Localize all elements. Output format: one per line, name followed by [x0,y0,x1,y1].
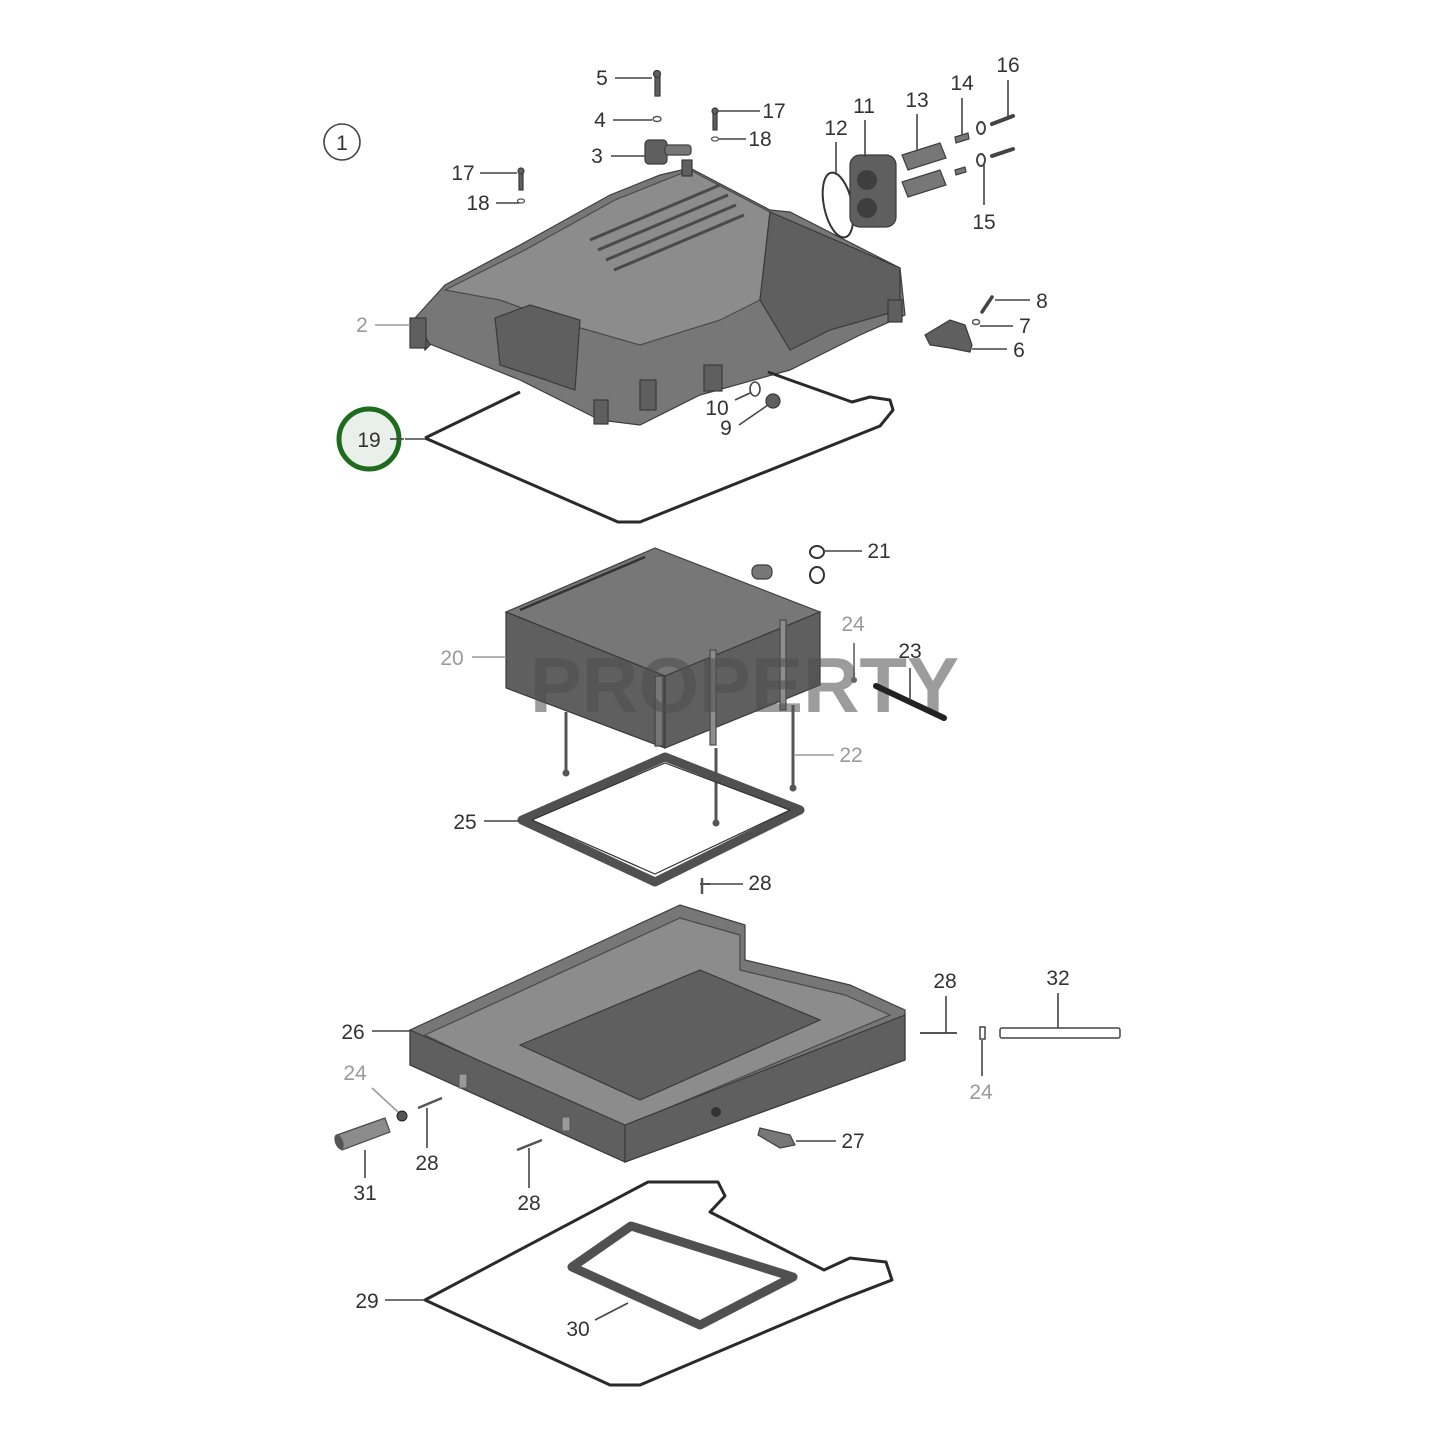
part-14-pin[interactable] [954,132,970,144]
callout-18-b[interactable]: 18 [466,192,489,215]
callout-9[interactable]: 9 [720,417,732,440]
callout-22[interactable]: 22 [839,744,862,767]
part-6-sensor[interactable] [924,319,973,353]
callout-18-a[interactable]: 18 [748,128,771,151]
callout-labels: 5 4 3 17 18 17 18 12 11 13 14 16 15 2 8 … [341,54,1069,1341]
callout-28-a[interactable]: 28 [748,872,771,895]
part-24-clip-b[interactable] [979,1026,986,1040]
group-marker: 1 [323,123,361,161]
callout-24-c[interactable]: 24 [969,1081,993,1104]
callout-17-a[interactable]: 17 [762,100,785,123]
callout-11[interactable]: 11 [853,95,875,118]
part-18-washer-b[interactable] [516,198,526,204]
callout-3[interactable]: 3 [591,145,603,168]
part-2-upper-cover[interactable] [409,159,906,426]
callout-27[interactable]: 27 [841,1130,864,1153]
callout-4[interactable]: 4 [594,109,606,132]
part-28-screw-c[interactable] [417,1096,443,1110]
callout-29[interactable]: 29 [355,1290,378,1313]
part-28-screw-d[interactable] [516,1138,543,1152]
part-15-washer-bottom[interactable] [976,153,986,167]
part-20-module-box[interactable] [504,547,822,749]
part-11-connector-block[interactable] [849,154,897,228]
part-4-washer[interactable] [652,115,662,123]
callout-26[interactable]: 26 [341,1021,364,1044]
callout-19-highlighted[interactable]: 19 [357,429,380,452]
callout-5[interactable]: 5 [596,67,608,90]
part-14-pin-b[interactable] [954,166,967,176]
part-17-bolt-b[interactable] [517,167,525,191]
callout-15[interactable]: 15 [972,211,995,234]
part-19-gasket[interactable] [424,370,895,524]
part-30-seal[interactable] [567,1221,798,1330]
callout-28-c[interactable]: 28 [415,1152,438,1175]
part-5-bolt[interactable] [652,69,662,97]
callout-10[interactable]: 10 [705,397,728,420]
part-21-o-ring-bottom[interactable] [809,566,825,584]
part-23-strip[interactable] [873,683,947,721]
callout-28-d[interactable]: 28 [517,1192,540,1215]
callout-12[interactable]: 12 [824,117,847,140]
part-28-screw-a[interactable] [700,878,710,894]
part-13-fittings[interactable] [901,142,947,198]
callout-24-b[interactable]: 24 [343,1062,367,1085]
part-7-washer[interactable] [971,318,981,326]
callout-21[interactable]: 21 [867,540,890,563]
part-21-o-ring-top[interactable] [809,545,825,559]
part-9-plug[interactable] [765,393,781,409]
part-22-long-bolts[interactable] [562,705,797,827]
part-16-screw-bottom[interactable] [990,147,1015,158]
part-24-clip-a[interactable] [851,643,857,683]
part-10-o-ring[interactable] [749,381,761,397]
callout-7[interactable]: 7 [1019,315,1031,338]
callout-2[interactable]: 2 [356,314,368,337]
part-29-gasket[interactable] [423,1180,894,1387]
callout-31[interactable]: 31 [353,1182,376,1205]
watermark: PROPERTY [530,641,959,729]
part-25-seal-frame[interactable] [517,752,805,887]
callout-28-b[interactable]: 28 [933,970,956,993]
part-8-bolt[interactable] [980,295,994,314]
callout-25[interactable]: 25 [453,811,476,834]
part-24-ring-c[interactable] [396,1110,408,1122]
part-31-tube[interactable] [333,1117,391,1151]
callout-20[interactable]: 20 [440,647,463,670]
callout-17-b[interactable]: 17 [451,162,474,185]
callout-14[interactable]: 14 [950,72,974,95]
leader-lines [364,77,1059,1321]
part-18-washer-a[interactable] [710,136,720,142]
part-15-washer-top[interactable] [976,121,986,135]
part-26-lower-tray[interactable] [409,904,906,1163]
callout-23[interactable]: 23 [898,640,921,663]
callout-16[interactable]: 16 [996,54,1019,77]
part-32-bar[interactable] [999,1027,1121,1039]
callout-6[interactable]: 6 [1013,339,1025,362]
group-marker-label: 1 [336,132,348,155]
callout-13[interactable]: 13 [905,89,928,112]
callout-30[interactable]: 30 [566,1318,589,1341]
callout-32[interactable]: 32 [1046,967,1069,990]
callout-8[interactable]: 8 [1036,290,1048,313]
callout-24-a[interactable]: 24 [841,613,865,636]
part-3-sensor[interactable] [644,139,692,165]
part-27-sensor[interactable] [757,1127,796,1149]
part-16-screw-top[interactable] [990,114,1015,126]
